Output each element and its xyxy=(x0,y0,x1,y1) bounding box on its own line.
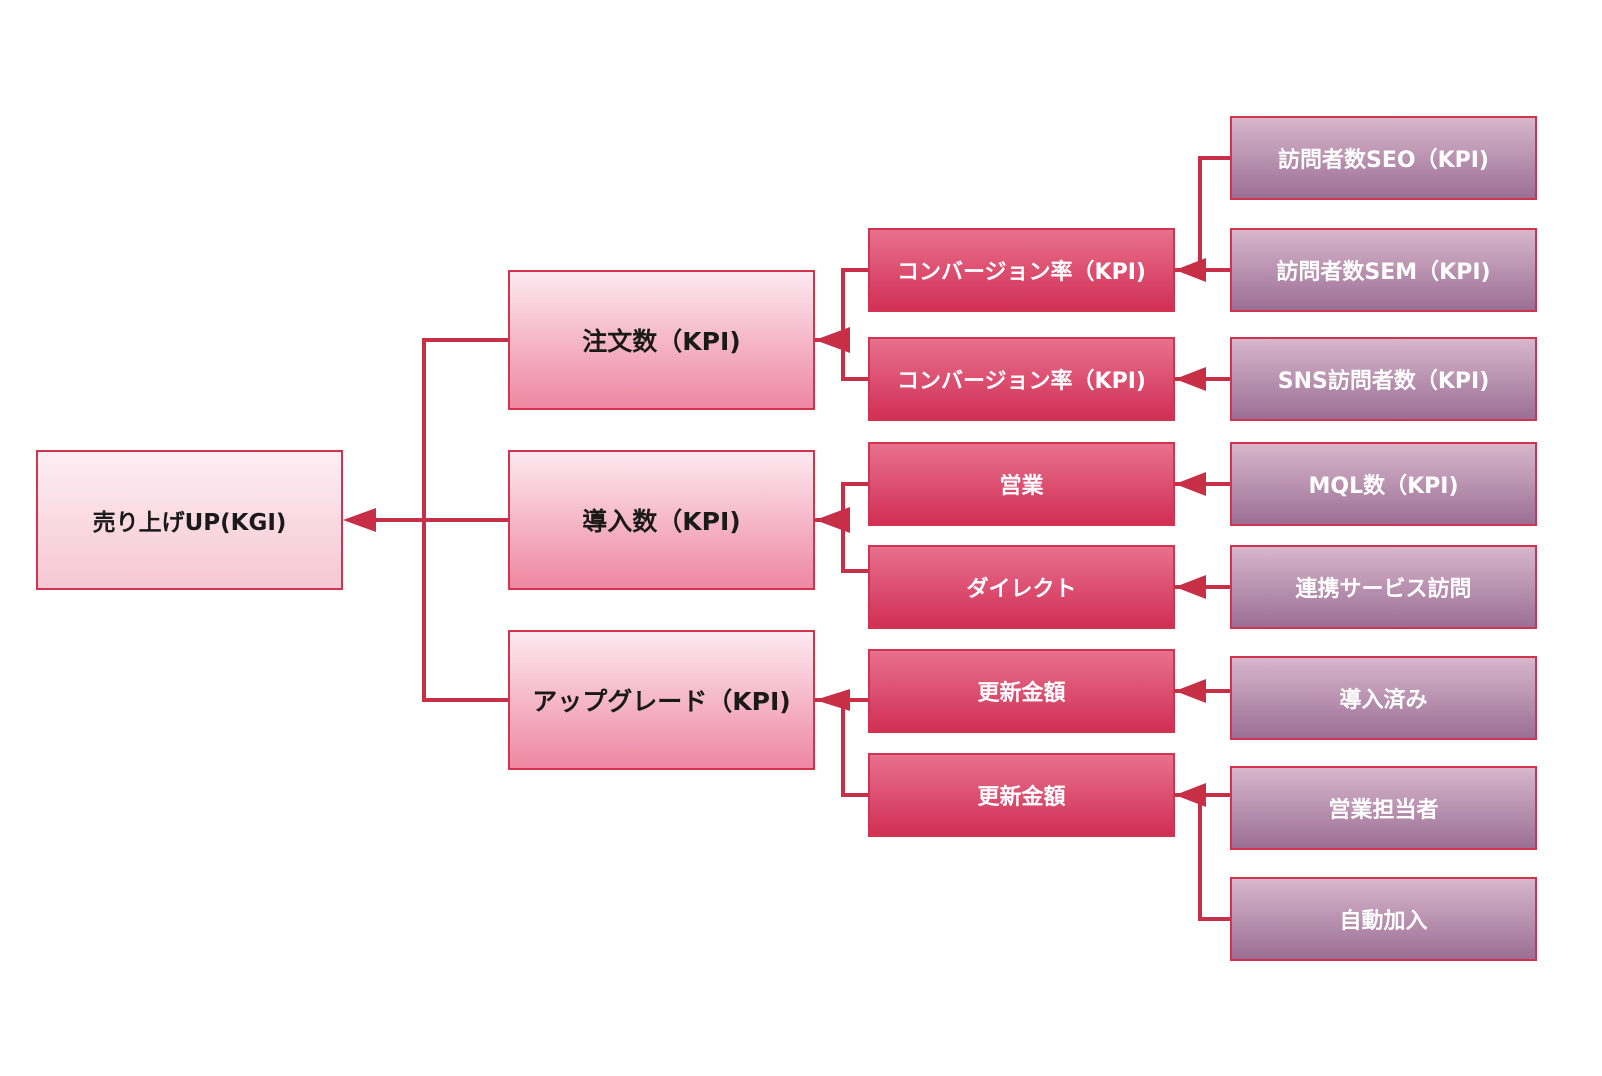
arrowhead-driver2 xyxy=(1175,367,1206,391)
connector-driver6-sources xyxy=(1198,793,1230,921)
arrowhead-driver3 xyxy=(1175,472,1206,496)
kpi-node-upgrades: アップグレード（KPI) xyxy=(508,630,815,770)
source-node-sns-visitors: SNS訪問者数（KPI) xyxy=(1230,337,1537,421)
driver-node-renewal-1: 更新金額 xyxy=(868,649,1175,733)
driver-node-conversion-2: コンバージョン率（KPI) xyxy=(868,337,1175,421)
arrowhead-driver1 xyxy=(1175,258,1206,282)
arrowhead-driver6 xyxy=(1175,783,1206,807)
connector-root-kpi3 xyxy=(422,520,508,702)
driver-node-conversion-1: コンバージョン率（KPI) xyxy=(868,228,1175,312)
source-node-sales-rep: 営業担当者 xyxy=(1230,766,1537,850)
source-node-installed: 導入済み xyxy=(1230,656,1537,740)
arrowhead-kpi2 xyxy=(815,507,850,533)
source-node-visitors-sem: 訪問者数SEM（KPI) xyxy=(1230,228,1537,312)
connector-kpi3-drivers xyxy=(841,698,868,797)
kpi-node-adoptions: 導入数（KPI) xyxy=(508,450,815,590)
connector-kpi1-drivers xyxy=(841,268,868,381)
driver-node-renewal-2: 更新金額 xyxy=(868,753,1175,837)
arrowhead-kpi1 xyxy=(815,327,850,353)
driver-node-sales: 営業 xyxy=(868,442,1175,526)
kgi-node: 売り上げUP(KGI) xyxy=(36,450,343,590)
arrowhead-driver5 xyxy=(1175,679,1206,703)
kpi-node-orders: 注文数（KPI) xyxy=(508,270,815,410)
source-node-visitors-seo: 訪問者数SEO（KPI) xyxy=(1230,116,1537,200)
source-node-partner-visits: 連携サービス訪問 xyxy=(1230,545,1537,629)
source-node-auto-enroll: 自動加入 xyxy=(1230,877,1537,961)
connector-driver1-sources xyxy=(1198,156,1230,272)
arrowhead-root xyxy=(343,508,376,532)
arrowhead-driver4 xyxy=(1175,575,1206,599)
driver-node-direct: ダイレクト xyxy=(868,545,1175,629)
source-node-mql: MQL数（KPI) xyxy=(1230,442,1537,526)
arrowhead-kpi3 xyxy=(815,689,850,711)
connector-root-kpi1 xyxy=(353,338,508,522)
